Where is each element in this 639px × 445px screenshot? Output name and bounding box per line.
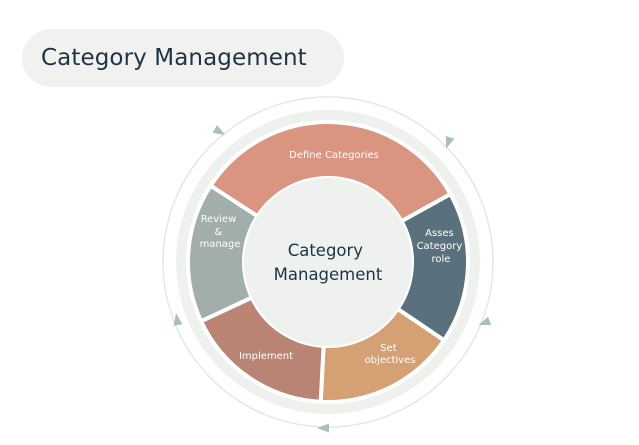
center-title: Category Management [274, 241, 383, 284]
segment-label-review-manage: Review & manage [200, 214, 241, 250]
cycle-arrow-icon [445, 135, 455, 149]
cycle-arrow-icon [212, 125, 226, 135]
cycle-arrow-icon [173, 313, 183, 326]
segment-label-define-categories: Define Categories [289, 150, 379, 161]
page-title: Category Management [41, 45, 307, 71]
cycle-arrow-icon [478, 316, 492, 326]
segment-label-set-objectives: Set objectives [365, 343, 416, 366]
segment-label-asses-category-role: Asses Category role [417, 228, 466, 265]
center-hub [244, 178, 412, 346]
title-banner: Category Management [22, 29, 344, 87]
segments-layer [186, 120, 470, 404]
segment-label-implement: Implement [239, 351, 293, 362]
cycle-arrow-icon [317, 423, 329, 433]
